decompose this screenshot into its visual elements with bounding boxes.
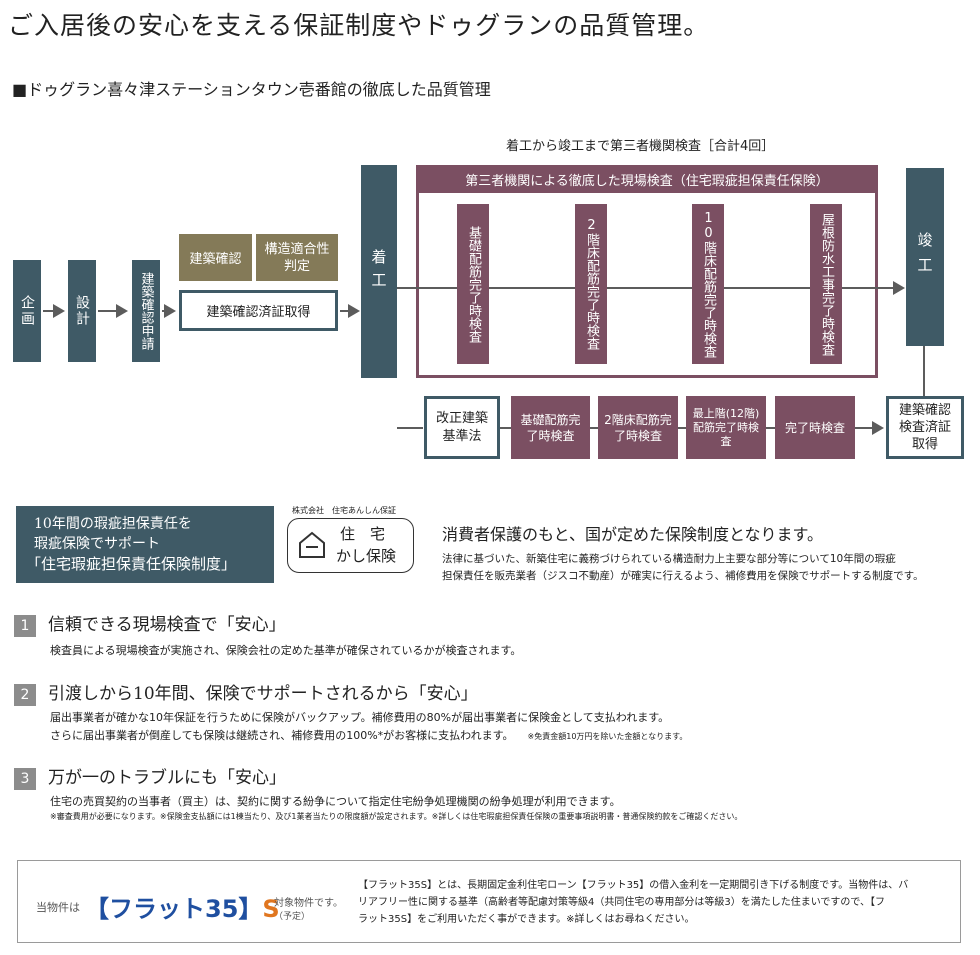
flat35-logo-s: S	[262, 895, 280, 923]
section-1-line1: 検査員による現場検査が実施され、保険会社の定めた基準が確保されているかが検査され…	[50, 644, 522, 657]
flat35-yotei: （予定）	[274, 912, 311, 922]
third-check-3: 10階床配筋完了時検査	[692, 204, 724, 364]
arrow-2	[98, 304, 128, 318]
step-kakunin: 建築確認	[179, 234, 252, 281]
insurance-body-line2: 担保責任を販売業者（ジスコ不動産）が確実に行えるよう、補修費用を保険でサポートす…	[442, 570, 924, 582]
step-shunko: 竣工	[906, 168, 944, 346]
section-2-number: 2	[14, 684, 36, 706]
flat35-logo-text: 【フラット35】	[85, 895, 263, 923]
third-check-3-label: 10階床配筋完了時検査	[701, 210, 716, 358]
flat35-panel: 当物件は 【フラット35】S 対象物件です。 （予定） 【フラット35S】とは、…	[17, 860, 961, 943]
insurance-badge: 10年間の瑕疵担保責任を 瑕疵保険でサポート 「住宅瑕疵担保責任保険制度」	[16, 506, 274, 583]
section-1-number: 1	[14, 615, 36, 637]
logo-top-text: 住 宅	[340, 525, 386, 543]
page-title: ご入居後の安心を支える保証制度やドゥグランの品質管理。	[8, 11, 710, 40]
third-check-4: 屋根防水工事完了時検査	[810, 204, 842, 364]
flat35-prefix: 当物件は	[36, 901, 80, 914]
inspection-caption: 着工から竣工まで第三者機関検査［合計4回］	[506, 139, 775, 154]
section-2-heading: 引渡しから10年間、保険でサポートされるから「安心」	[48, 684, 478, 704]
third-check-2: 2階床配筋完了時検査	[575, 204, 607, 364]
third-check-2-label: 2階床配筋完了時検査	[584, 218, 599, 350]
insurance-body: 法律に基づいた、新築住宅に義務づけられている構造耐力上主要な部分等について10年…	[442, 551, 924, 585]
flat35-description: 【フラット35S】とは、長期固定金利住宅ローン【フラット35】の借入金利を一定期…	[358, 877, 908, 928]
step-shinsei-label: 建築確認申請	[138, 272, 154, 350]
arrow-3	[162, 304, 176, 318]
third-party-header: 第三者機関による徹底した現場検査（住宅瑕疵担保責任保険）	[416, 165, 878, 193]
section-2: 2 引渡しから10年間、保険でサポートされるから「安心」 届出事業者が確かな10年…	[14, 679, 687, 745]
section-3-heading: 万が一のトラブルにも「安心」	[48, 768, 286, 788]
flat35-target: 対象物件です。	[274, 898, 343, 909]
step-chakko-label: 着工	[369, 248, 388, 295]
step-sekkei: 設計	[68, 260, 96, 362]
flat35-desc-line2: リアフリー性に関する基準（高齢者等配慮対策等級4（共同住宅の専用部分は等級3）を…	[358, 897, 886, 908]
law-check-4: 完了時検査	[775, 396, 855, 459]
insurance-company: 株式会社 住宅あんしん保証	[292, 506, 396, 515]
law-check-3: 最上階(12階)配筋完了時検査	[686, 396, 766, 459]
kashi-hoken-logo: 住 宅 かし保険	[287, 518, 414, 573]
section-3-number: 3	[14, 768, 36, 790]
third-check-1-label: 基礎配筋完了時検査	[466, 225, 481, 343]
section-2-line1: 届出事業者が確かな10年保証を行うために保険がバックアップ。補修費用の80%が届…	[50, 711, 670, 724]
step-tekigo: 構造適合性判定	[256, 234, 338, 281]
section-2-note: ※免責金額10万円を除いた金額となります。	[527, 732, 688, 741]
section-3-line1: 住宅の売買契約の当事者（買主）は、契約に関する紛争について指定住宅紛争処理機関の…	[50, 795, 621, 808]
step-shinsei: 建築確認申請	[132, 260, 160, 362]
law-check-1: 基礎配筋完了時検査	[511, 396, 590, 459]
section-subtitle: ■ドゥグラン喜々津ステーションタウン壱番館の徹底した品質管理	[12, 80, 491, 99]
third-check-4-label: 屋根防水工事完了時検査	[819, 212, 834, 356]
step-kikaku-label: 企画	[19, 295, 35, 327]
arrow-4	[340, 304, 360, 318]
law-check-2: 2階床配筋完了時検査	[598, 396, 678, 459]
house-icon	[299, 531, 325, 558]
step-chakko: 着工	[361, 165, 397, 378]
section-1: 1 信頼できる現場検査で「安心」 検査員による現場検査が実施され、保険会社の定めた…	[14, 610, 521, 659]
shunko-connector	[923, 346, 925, 396]
law-box: 改正建築基準法	[424, 396, 500, 459]
main-arrow	[397, 281, 905, 295]
step-zumi: 建築確認済証取得	[179, 290, 338, 331]
step-sekkei-label: 設計	[74, 295, 90, 327]
section-3: 3 万が一のトラブルにも「安心」 住宅の売買契約の当事者（買主）は、契約に関する紛…	[14, 763, 742, 822]
step-shunko-label: 竣工	[915, 232, 934, 282]
law-arrow	[870, 421, 884, 435]
law-row-line	[397, 427, 423, 429]
insurance-badge-line2: 瑕疵保険でサポート	[34, 536, 160, 552]
flat35-desc-line3: ラット35S】をご利用いただく事ができます。※詳しくはお尋ねください。	[358, 914, 695, 925]
insurance-headline: 消費者保護のもと、国が定めた保険制度となります。	[442, 525, 823, 544]
flat35-desc-line1: 【フラット35S】とは、長期固定金利住宅ローン【フラット35】の借入金利を一定期…	[358, 880, 909, 891]
third-check-1: 基礎配筋完了時検査	[457, 204, 489, 364]
section-1-heading: 信頼できる現場検査で「安心」	[48, 615, 286, 635]
arrow-1	[43, 304, 65, 318]
section-2-line2: さらに届出事業者が倒産しても保険は継続され、補修費用の100%*がお客様に支払わ…	[50, 729, 514, 742]
insurance-badge-line1: 10年間の瑕疵担保責任を	[34, 516, 192, 532]
insurance-body-line1: 法律に基づいた、新築住宅に義務づけられている構造耐力上主要な部分等について10年…	[442, 553, 896, 565]
step-kikaku: 企画	[13, 260, 41, 362]
logo-bottom-text: かし保険	[336, 547, 397, 565]
section-3-note: ※審査費用が必要になります。※保険金支払額には1棟当たり、及び1業者当たりの限度…	[50, 812, 743, 821]
flat35-logo: 【フラット35】S	[85, 889, 280, 924]
final-box: 建築確認検査済証取得	[886, 396, 964, 459]
insurance-badge-line3: 「住宅瑕疵担保責任保険制度」	[26, 555, 237, 573]
